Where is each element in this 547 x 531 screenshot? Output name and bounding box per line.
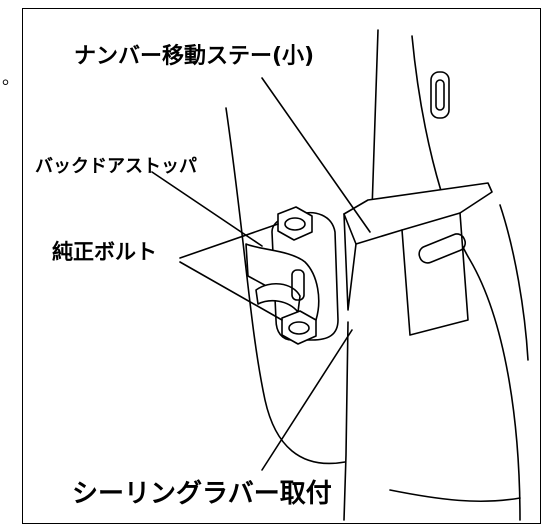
leader-number-stay [261, 77, 371, 233]
bracket-front-face [401, 212, 461, 231]
genuine-bolt-upper [277, 206, 313, 241]
body-edge-center-top [371, 29, 379, 211]
bracket-slot [418, 233, 467, 264]
label-sealing-rubber: シーリングラバー取付 [72, 479, 332, 509]
number-stay-bracket [343, 182, 493, 336]
leader-backdoor-stopper [151, 171, 263, 247]
leader-bolt-lower [179, 261, 283, 321]
side-light-inner [435, 79, 445, 111]
label-backdoor-stopper: バックドアストッパ [35, 156, 197, 177]
stopper-window [291, 269, 305, 301]
body-edge-left [225, 107, 346, 465]
corner-dot: 。 [2, 68, 20, 89]
body-edge-center-bottom [343, 321, 349, 521]
bracket-fold [343, 213, 357, 245]
leader-bolt-upper [179, 223, 279, 259]
label-number-stay: ナンバー移動ステー(小) [74, 44, 315, 69]
diagram-frame [22, 8, 541, 524]
body-panel-right-inner [499, 204, 529, 361]
body-panel-right [411, 35, 521, 521]
side-light [430, 71, 450, 119]
genuine-bolt-lower [281, 310, 317, 345]
body-panel-bottom [389, 489, 521, 503]
label-genuine-bolt: 純正ボルト [52, 240, 157, 264]
leader-sealing-rubber [261, 329, 353, 471]
